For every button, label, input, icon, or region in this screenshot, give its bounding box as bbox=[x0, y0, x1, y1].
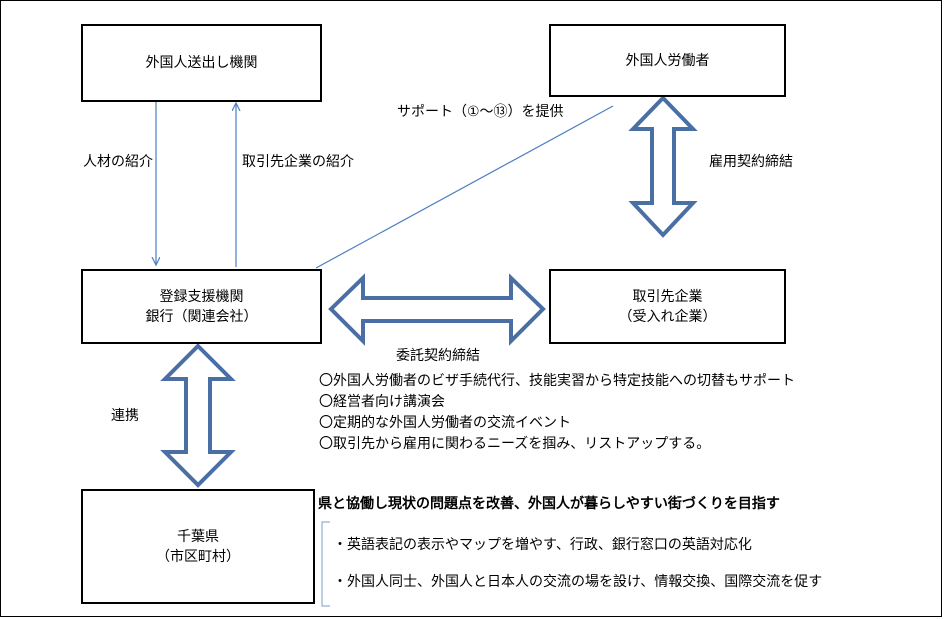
employment-double-arrow bbox=[628, 95, 698, 238]
service-item: 〇経営者向け講演会 bbox=[319, 394, 445, 410]
client-intro-label: 取引先企業の紹介 bbox=[242, 154, 354, 170]
cooperation-label: 連携 bbox=[111, 408, 139, 424]
service-item: 〇取引先から雇用に関わるニーズを掴み、リストアップする。 bbox=[319, 436, 711, 452]
talent-intro-label: 人材の紹介 bbox=[83, 154, 153, 170]
support-org-label-1: 登録支援機関 bbox=[159, 288, 244, 305]
service-item: 〇外国人労働者のビザ手続代行、技能実習から特定技能への切替もサポート bbox=[319, 373, 795, 389]
cooperation-double-arrow bbox=[160, 343, 236, 488]
foreign-worker-box: 外国人労働者 bbox=[549, 24, 786, 97]
prefecture-box: 千葉県 （市区町村） bbox=[81, 489, 315, 604]
goal-bracket bbox=[321, 521, 330, 607]
goal-title: 県と協働し現状の問題点を改善、外国人が暮らしやすい街づくりを目指す bbox=[318, 496, 780, 512]
services-list: 〇外国人労働者のビザ手続代行、技能実習から特定技能への切替もサポート 〇経営者向… bbox=[319, 371, 795, 455]
prefecture-label-2: （市区町村） bbox=[156, 548, 240, 565]
consignment-contract-label: 委託契約締結 bbox=[396, 348, 480, 364]
sending-org-box: 外国人送出し機関 bbox=[81, 24, 322, 102]
support-line bbox=[315, 105, 614, 269]
client-company-label-1: 取引先企業 bbox=[632, 288, 703, 305]
support-provided-label: サポート（①～⑬）を提供 bbox=[397, 104, 564, 120]
consignment-double-arrow bbox=[328, 273, 546, 346]
client-company-label-2: （受入れ企業） bbox=[618, 308, 717, 325]
goal-item: ・外国人同士、外国人と日本人の交流の場を設け、情報交換、国際交流を促す bbox=[333, 574, 823, 590]
service-item: 〇定期的な外国人労働者の交流イベント bbox=[319, 415, 571, 431]
prefecture-label-1: 千葉県 bbox=[177, 528, 219, 545]
support-org-box: 登録支援機関 銀行（関連会社） bbox=[81, 269, 322, 344]
client-company-box: 取引先企業 （受入れ企業） bbox=[549, 269, 786, 344]
goal-item: ・英語表記の表示やマップを増やす、行政、銀行窓口の英語対応化 bbox=[333, 537, 752, 553]
employment-contract-label: 雇用契約締結 bbox=[709, 154, 793, 170]
sending-org-label: 外国人送出し機関 bbox=[145, 55, 258, 71]
foreign-worker-label: 外国人労働者 bbox=[625, 52, 710, 69]
support-org-label-2: 銀行（関連会社） bbox=[145, 308, 258, 325]
